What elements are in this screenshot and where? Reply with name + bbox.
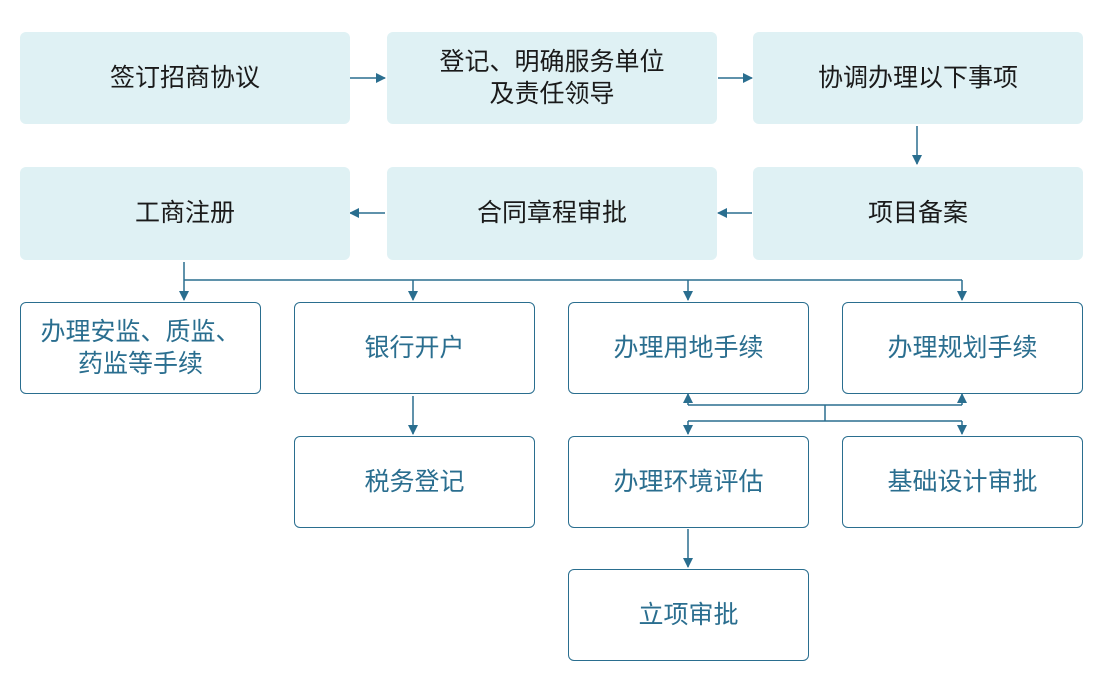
step-label: 立项审批 bbox=[638, 599, 739, 629]
step-register-unit: 登记、明确服务单位及责任领导 bbox=[387, 32, 717, 124]
step-label: 办理用地手续 bbox=[613, 332, 764, 362]
step-label: 项目备案 bbox=[867, 198, 968, 228]
step-label: 办理安监、质监、药监等手续 bbox=[40, 316, 241, 379]
step-project-filing: 项目备案 bbox=[753, 167, 1083, 260]
step-business-registration: 工商注册 bbox=[20, 167, 350, 260]
step-label: 合同章程审批 bbox=[476, 198, 627, 228]
step-bank-account: 银行开户 bbox=[294, 302, 535, 394]
step-tax-registration: 税务登记 bbox=[294, 436, 535, 528]
step-sign-agreement: 签订招商协议 bbox=[20, 32, 350, 124]
step-land-procedures: 办理用地手续 bbox=[568, 302, 809, 394]
step-project-approval: 立项审批 bbox=[568, 569, 809, 661]
step-environmental-assessment: 办理环境评估 bbox=[568, 436, 809, 528]
step-design-approval: 基础设计审批 bbox=[842, 436, 1083, 528]
step-label: 基础设计审批 bbox=[887, 466, 1038, 496]
step-label: 税务登记 bbox=[364, 466, 465, 496]
step-label: 工商注册 bbox=[134, 198, 235, 228]
step-label: 银行开户 bbox=[364, 332, 465, 362]
step-planning-procedures: 办理规划手续 bbox=[842, 302, 1083, 394]
step-label: 办理规划手续 bbox=[887, 332, 1038, 362]
step-coordinate: 协调办理以下事项 bbox=[753, 32, 1083, 124]
step-label: 协调办理以下事项 bbox=[817, 62, 1018, 92]
step-label: 签订招商协议 bbox=[109, 62, 260, 92]
step-label: 登记、明确服务单位及责任领导 bbox=[439, 46, 665, 109]
step-safety-quality-drug: 办理安监、质监、药监等手续 bbox=[20, 302, 261, 394]
step-label: 办理环境评估 bbox=[613, 466, 764, 496]
step-contract-approval: 合同章程审批 bbox=[387, 167, 717, 260]
